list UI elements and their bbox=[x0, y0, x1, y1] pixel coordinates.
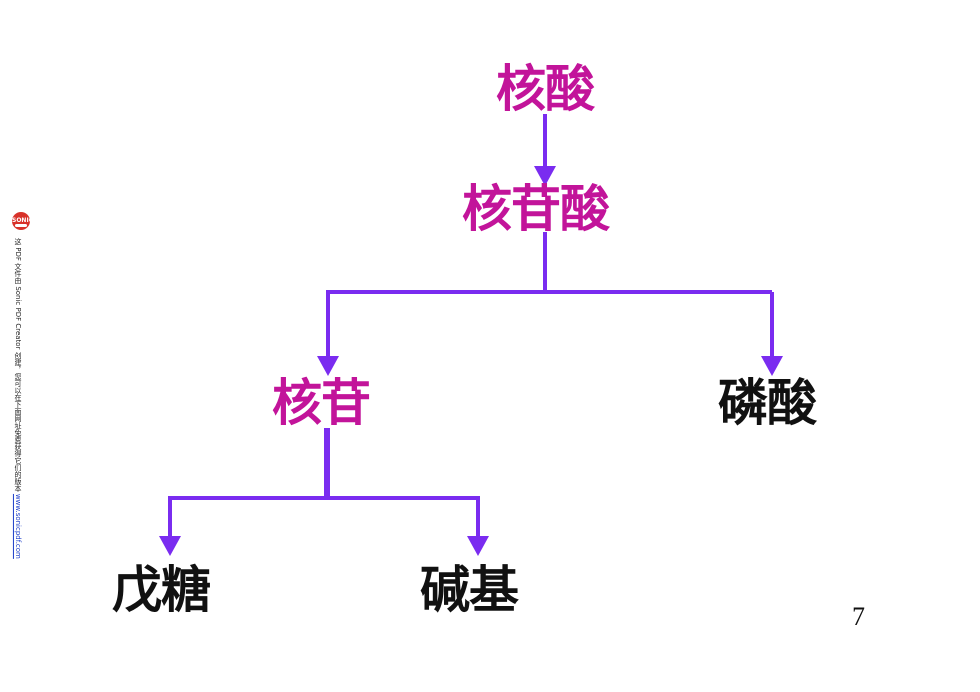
node-nucleic-acid: 核酸 bbox=[496, 59, 595, 118]
node-nucleotide: 核苷酸 bbox=[462, 179, 610, 238]
arrowhead-nucleoside bbox=[317, 356, 339, 376]
arrowhead-pentose bbox=[159, 536, 181, 556]
node-phosphate: 磷酸 bbox=[718, 373, 817, 432]
arrowhead-nucleotide bbox=[534, 166, 556, 186]
node-pentose: 戊糖 bbox=[112, 560, 211, 619]
node-base: 碱基 bbox=[420, 560, 519, 619]
watermark-link[interactable]: www.sonicpdf.com bbox=[14, 493, 22, 559]
watermark-text: 这 PDF 文件由 Sonic PDF Creator 创建，您可以在下面网址免… bbox=[14, 238, 22, 559]
arrowhead-phosphate bbox=[761, 356, 783, 376]
page-number: 7 bbox=[852, 602, 865, 631]
sonicpdf-logo-icon: SONICPDF bbox=[12, 212, 30, 230]
watermark-message: 这 PDF 文件由 Sonic PDF Creator 创建，您可以在下面网址免… bbox=[14, 238, 22, 492]
pdf-watermark: SONICPDF 这 PDF 文件由 Sonic PDF Creator 创建，… bbox=[8, 212, 34, 559]
node-nucleoside: 核苷 bbox=[272, 373, 371, 432]
arrowhead-base bbox=[467, 536, 489, 556]
